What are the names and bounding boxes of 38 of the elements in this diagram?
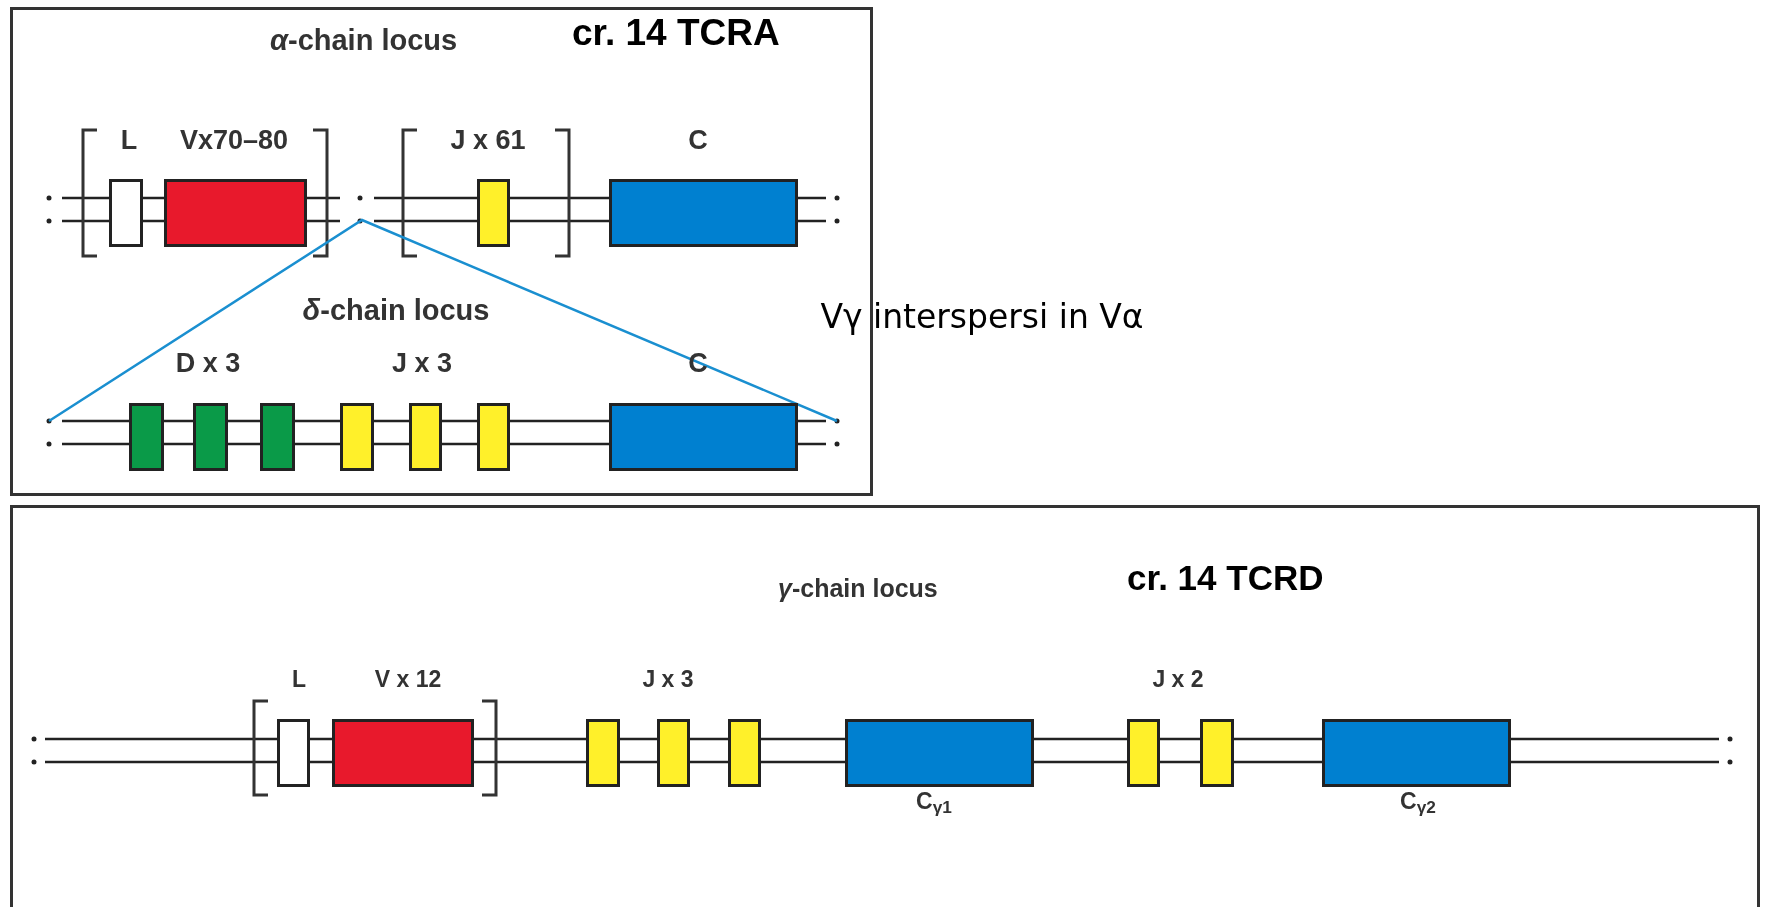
gene-segment [609, 403, 798, 471]
gene-segment [164, 179, 307, 247]
locus-panel [10, 7, 873, 496]
segment-label: Vx70–80 [179, 127, 289, 154]
segment-label: J x 3 [391, 350, 453, 377]
segment-label: J x 61 [450, 127, 526, 154]
gene-segment [728, 719, 761, 787]
segment-label: J x 3 [642, 668, 694, 691]
gene-segment [845, 719, 1034, 787]
gene-segment [1322, 719, 1511, 787]
locus-heading: cr. 14 TCRA [572, 14, 780, 51]
gene-segment [477, 179, 510, 247]
segment-label: V x 12 [374, 668, 442, 691]
gene-segment [332, 719, 474, 787]
segment-label: C [688, 127, 708, 154]
gene-segment [340, 403, 374, 471]
segment-label: L [120, 127, 138, 154]
gene-segment [657, 719, 690, 787]
locus-heading: γ-chain locus [778, 576, 938, 601]
gene-segment [277, 719, 310, 787]
gene-segment [260, 403, 295, 471]
locus-panel [10, 505, 1760, 907]
gene-segment [1200, 719, 1234, 787]
gene-segment [109, 179, 143, 247]
gene-segment [129, 403, 164, 471]
gene-segment [409, 403, 442, 471]
segment-label: L [291, 668, 307, 691]
locus-heading: cr. 14 TCRD [1127, 560, 1324, 595]
gene-segment [477, 403, 510, 471]
gene-segment [609, 179, 798, 247]
segment-label: δ-chain locus [302, 296, 490, 325]
gene-segment [193, 403, 228, 471]
gene-segment [586, 719, 620, 787]
segment-label: D x 3 [175, 350, 241, 377]
segment-label: J x 2 [1152, 668, 1204, 691]
gene-segment [1127, 719, 1160, 787]
segment-label: Vγ interspersi in Vα [820, 300, 1144, 333]
locus-heading: α-chain locus [270, 26, 458, 55]
